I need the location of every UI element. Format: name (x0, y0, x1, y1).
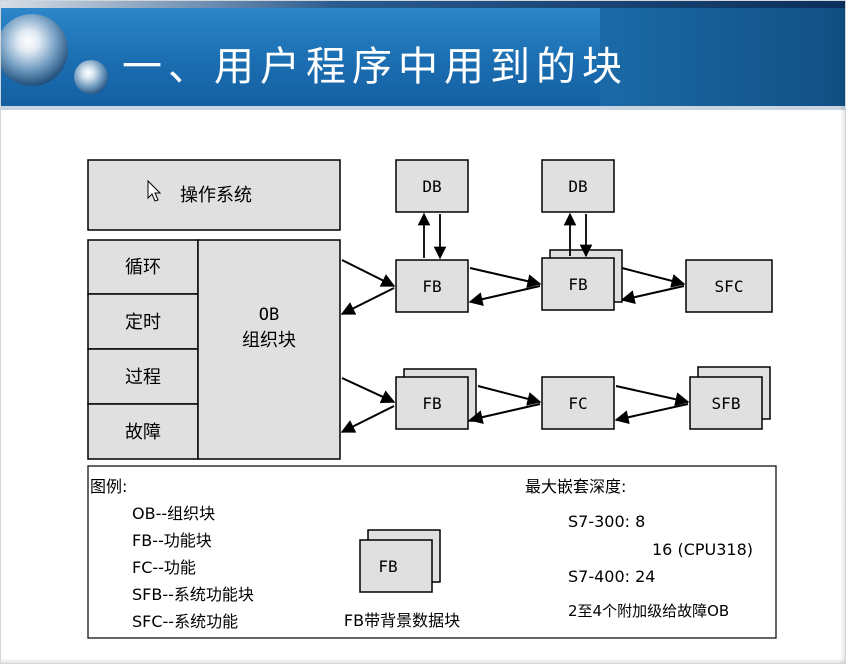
arrow-fb3-to-ob (340, 405, 395, 433)
arrow-fb3-to-fc (477, 385, 542, 406)
legend-item-fc: FC--功能 (132, 558, 196, 577)
os-label: 操作系统 (180, 185, 252, 206)
legend-item-sfb: SFB--系统功能块 (132, 585, 254, 604)
fb-box-2 (541, 257, 615, 311)
sfc-box (685, 259, 773, 313)
header-bottom-line (0, 106, 846, 110)
ob-sublabel: 组织块 (242, 330, 296, 351)
legend-fb-icon (359, 539, 433, 593)
depth-note: 2至4个附加级给故障OB (568, 602, 729, 620)
event-box-cycle (87, 239, 199, 295)
slide-title: 一、用户程序中用到的块 (122, 44, 628, 90)
event-box-fault (87, 403, 199, 460)
legend-heading: 图例: (90, 477, 127, 496)
legend-item-sfc: SFC--系统功能 (132, 612, 238, 631)
event-label-process: 过程 (125, 367, 161, 388)
fb-box-3 (395, 376, 469, 430)
fc-label: FC (568, 394, 587, 413)
sfc-label: SFC (715, 277, 744, 296)
sfb-label: SFB (712, 394, 741, 413)
header-top-strip (0, 0, 846, 8)
arrow-fc-to-sfb (615, 385, 690, 407)
arrow-fb2-to-fb1 (468, 285, 541, 307)
arrow-fb2-to-sfc (621, 267, 686, 288)
arrow-fb1-to-ob (340, 287, 395, 315)
ob-label: OB (259, 305, 279, 325)
header-right-panel (600, 8, 846, 106)
arrow-ob-to-fb3 (341, 377, 396, 404)
arrow-sfb-to-fc (614, 403, 689, 425)
db-box-1 (395, 159, 469, 213)
fb-label-2: FB (568, 275, 587, 294)
db-label-1: DB (422, 177, 441, 196)
arrow-fb1-to-fb2 (469, 267, 542, 289)
event-label-timer: 定时 (125, 312, 161, 333)
depth-cpu318: 16 (CPU318) (652, 540, 753, 559)
ob-box (197, 239, 341, 460)
sfb-box (689, 376, 763, 430)
event-label-cycle: 循环 (125, 257, 161, 278)
bottom-shadow (0, 658, 846, 664)
depth-s7-400: S7-400: 24 (568, 567, 655, 586)
legend-fb-caption: FB带背景数据块 (344, 611, 460, 630)
fb-label-1: FB (422, 277, 441, 296)
arrow-fc-to-fb3 (468, 403, 541, 425)
large-sphere-icon (0, 14, 68, 86)
db-box-2 (541, 159, 615, 213)
event-box-process (87, 348, 199, 405)
slide-header: 一、用户程序中用到的块 (0, 0, 846, 110)
legend-fb-icon-label: FB (378, 557, 397, 576)
fc-box (541, 376, 615, 430)
depth-s7-300: S7-300: 8 (568, 512, 645, 531)
fb-box-1 (395, 259, 469, 313)
event-label-fault: 故障 (125, 422, 161, 443)
os-box (87, 159, 341, 231)
depth-heading: 最大嵌套深度: (525, 477, 626, 496)
cursor-icon (147, 179, 162, 202)
arrow-ob-to-fb1 (341, 259, 396, 287)
db-label-2: DB (568, 177, 587, 196)
right-shadow (840, 0, 846, 664)
arrow-sfc-to-fb2 (620, 285, 685, 305)
small-sphere-icon (74, 60, 108, 94)
fb-label-3: FB (422, 394, 441, 413)
legend-item-ob: OB--组织块 (132, 504, 215, 523)
legend-item-fb: FB--功能块 (132, 531, 212, 550)
